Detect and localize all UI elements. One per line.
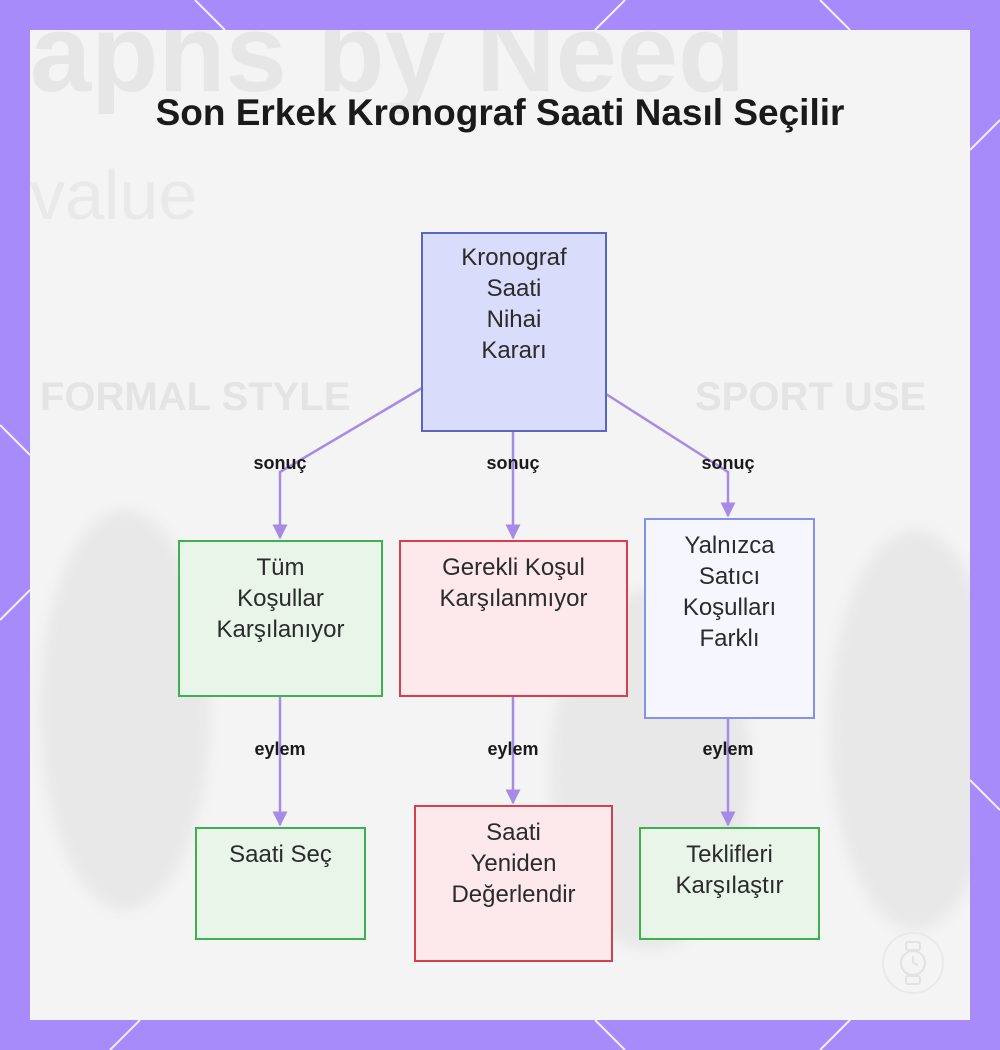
edge-root-to-seller-diff [605,392,736,518]
node-label-line: Saati [486,275,542,302]
node-reevaluate-watch: Saati Yeniden Değerlendir [414,805,613,962]
node-label-line: Saati [486,819,541,846]
edge-label-sonuc: sonuç [701,453,755,473]
node-label-line: Kronograf [461,244,567,271]
node-label-line: Değerlendir [451,881,576,908]
node-label-line: Koşulları [682,594,777,621]
node-label-line: Kararı [481,337,547,364]
watch-logo-icon [882,932,944,994]
edge-label-sonuc: sonuç [253,453,307,473]
node-label-line: Karşılaştır [675,872,784,899]
node-label-line: Teklifleri [686,841,773,868]
node-label-line: Gerekli Koşul [442,554,585,581]
edge-label-eylem: eylem [702,739,754,759]
edge-label-eylem: eylem [487,739,539,759]
node-label-line: Yeniden [470,850,557,877]
edge-label-sonuc: sonuç [486,453,540,473]
node-label-line: Nihai [486,306,542,333]
node-label-line: Farklı [699,625,760,652]
node-label-line: Tüm [256,554,305,581]
node-final-decision: Kronograf Saati Nihai Kararı [421,232,607,432]
node-label-line: Karşılanıyor [216,616,345,643]
node-label-line: Karşılanmıyor [439,585,588,612]
node-label-line: Yalnızca [684,532,775,559]
edge-root-to-all-met [272,386,423,540]
page-title: Son Erkek Kronograf Saati Nasıl Seçilir [155,92,845,133]
node-choose-watch: Saati Seç [195,827,366,940]
node-compare-offers: Teklifleri Karşılaştır [639,827,820,940]
node-label-line: Koşullar [237,585,324,612]
node-only-seller-terms-differ: Yalnızca Satıcı Koşulları Farklı [644,518,815,719]
background-watch-blur [830,530,970,930]
node-all-conditions-met: Tüm Koşullar Karşılanıyor [178,540,383,697]
edge-label-eylem: eylem [254,739,306,759]
node-label-line: Saati Seç [229,841,332,868]
node-required-condition-not-met: Gerekli Koşul Karşılanmıyor [399,540,628,697]
node-label-line: Satıcı [698,563,761,590]
